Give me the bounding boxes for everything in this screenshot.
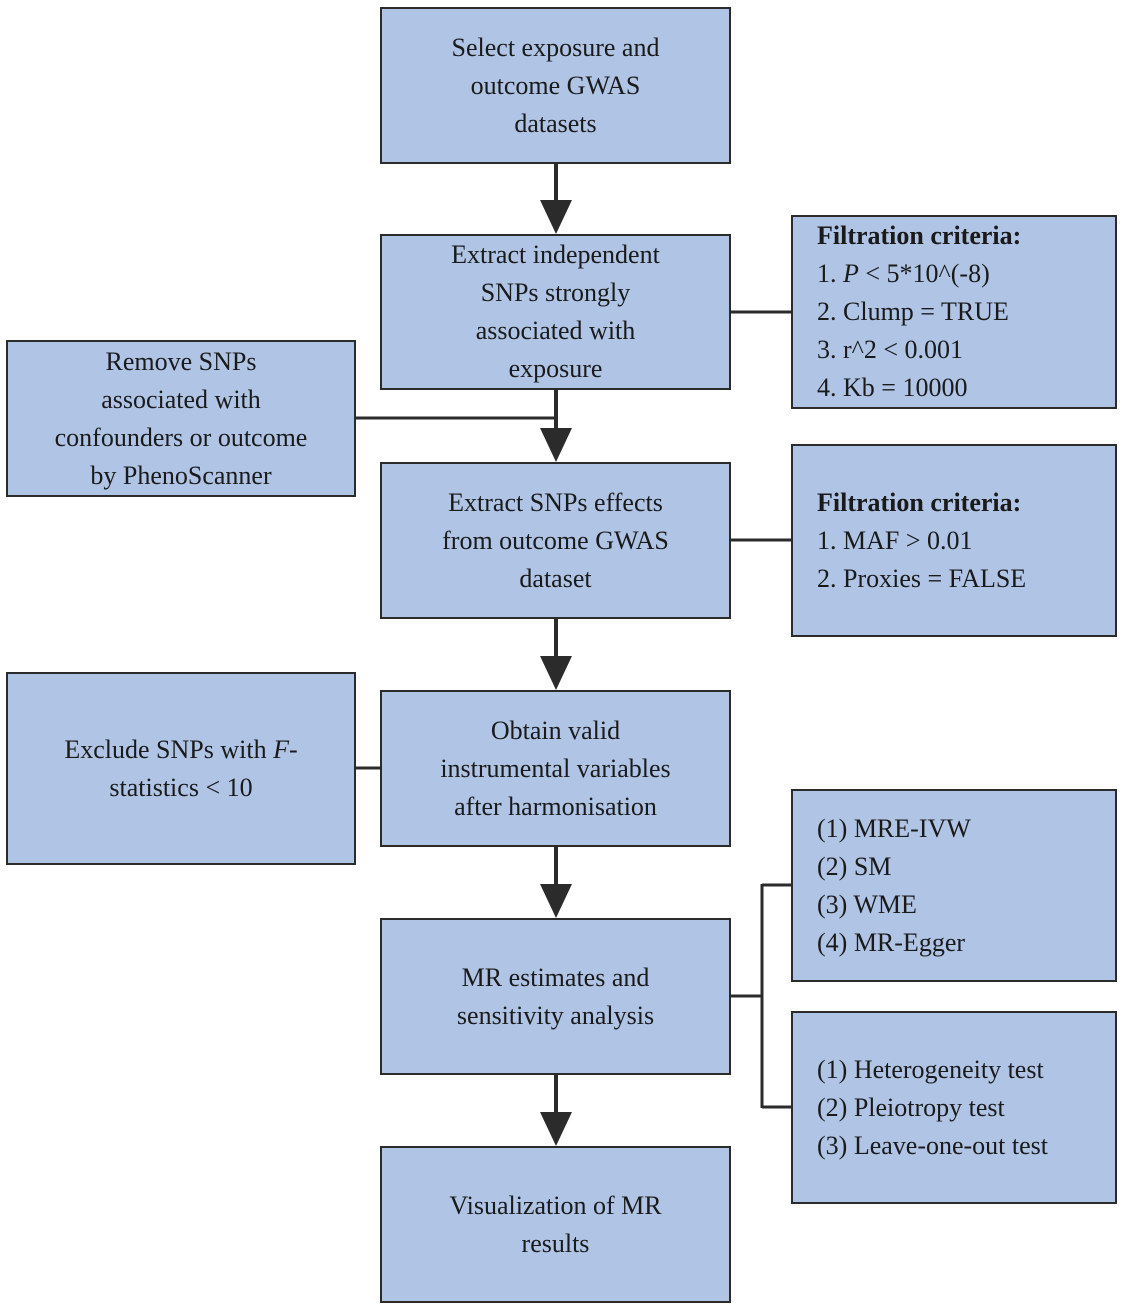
step-text-line: instrumental variables (440, 753, 671, 783)
filtration-criteria-box-1: Filtration criteria: 1. P < 5*10^(-8) 2.… (791, 215, 1117, 409)
remove-snps-line: Remove SNPs (105, 346, 257, 376)
arrow-select-to-extract (540, 164, 572, 234)
mr-methods-box: (1) MRE-IVW (2) SM (3) WME (4) MR-Egger (791, 789, 1117, 982)
method-item: (3) WME (817, 889, 917, 919)
filtration-item: 2. Clump = TRUE (817, 297, 1009, 326)
item-suffix: < 5*10^(-8) (858, 259, 990, 288)
filtration-item: 3. r^2 < 0.001 (817, 335, 964, 364)
step-text-line: Select exposure and (451, 32, 660, 62)
step-visualization: Visualization of MR results (380, 1146, 731, 1303)
step-text-line: results (521, 1228, 590, 1258)
filtration-item: 2. Proxies = FALSE (817, 563, 1027, 593)
remove-snps-line: associated with (101, 384, 261, 414)
filtration-item: 4. Kb = 10000 (817, 373, 968, 402)
step-text-line: Extract independent (451, 240, 660, 269)
step-text-line: dataset (519, 563, 592, 593)
arrow-effects-to-obtain (540, 619, 572, 690)
p-value-symbol: P (843, 259, 859, 288)
remove-snps-line: confounders or outcome (54, 422, 308, 452)
step-text-line: from outcome GWAS (442, 525, 669, 555)
step-extract-independent-snps: Extract independent SNPs strongly associ… (380, 234, 731, 390)
step-obtain-valid-ivs: Obtain valid instrumental variables afte… (380, 690, 731, 847)
step-text-line: Extract SNPs effects (448, 487, 663, 517)
step-text-line: MR estimates and (461, 962, 650, 992)
remove-snps-box: Remove SNPs associated with confounders … (6, 340, 356, 497)
step-mr-estimates: MR estimates and sensitivity analysis (380, 918, 731, 1075)
step-text-line: associated with (475, 316, 636, 345)
arrow-extract-to-effects (540, 390, 572, 462)
filtration-criteria-box-2: Filtration criteria: 1. MAF > 0.01 2. Pr… (791, 444, 1117, 637)
step-text-line: after harmonisation (454, 791, 657, 821)
filtration-title: Filtration criteria: (817, 487, 1022, 517)
exclude-suffix: - (288, 734, 298, 764)
step-text-line: sensitivity analysis (456, 1000, 655, 1030)
exclude-snps-line-1: Exclude SNPs with F- (64, 731, 297, 769)
arrow-obtain-to-mr (540, 847, 572, 918)
step-select-datasets: Select exposure and outcome GWAS dataset… (380, 7, 731, 164)
f-statistic-symbol: F (273, 734, 289, 764)
method-item: (4) MR-Egger (817, 927, 966, 957)
filtration-item: 1. P < 5*10^(-8) (817, 255, 990, 293)
item-prefix: 1. (817, 259, 843, 288)
test-item: (3) Leave-one-out test (817, 1130, 1049, 1160)
sensitivity-tests-box: (1) Heterogeneity test (2) Pleiotropy te… (791, 1011, 1117, 1204)
step-text-line: datasets (514, 108, 597, 138)
exclude-prefix: Exclude SNPs with (64, 734, 274, 764)
step-text-line: Visualization of MR (449, 1190, 662, 1220)
remove-snps-line: by PhenoScanner (90, 460, 272, 490)
step-text-line: exposure (508, 354, 603, 383)
step-text-line: Obtain valid (490, 715, 621, 745)
exclude-snps-line-2: statistics < 10 (109, 772, 253, 802)
method-item: (1) MRE-IVW (817, 813, 971, 843)
exclude-snps-box: Exclude SNPs with F- statistics < 10 (6, 672, 356, 865)
filtration-item: 1. MAF > 0.01 (817, 525, 973, 555)
filtration-title: Filtration criteria: (817, 221, 1022, 250)
step-text-line: outcome GWAS (470, 70, 641, 100)
step-text-line: SNPs strongly (480, 278, 631, 307)
connector-mr-bracket (730, 883, 791, 1109)
arrow-mr-to-visualization (540, 1075, 572, 1146)
test-item: (2) Pleiotropy test (817, 1092, 1005, 1122)
step-extract-snp-effects: Extract SNPs effects from outcome GWAS d… (380, 462, 731, 619)
test-item: (1) Heterogeneity test (817, 1054, 1044, 1084)
method-item: (2) SM (817, 851, 892, 881)
